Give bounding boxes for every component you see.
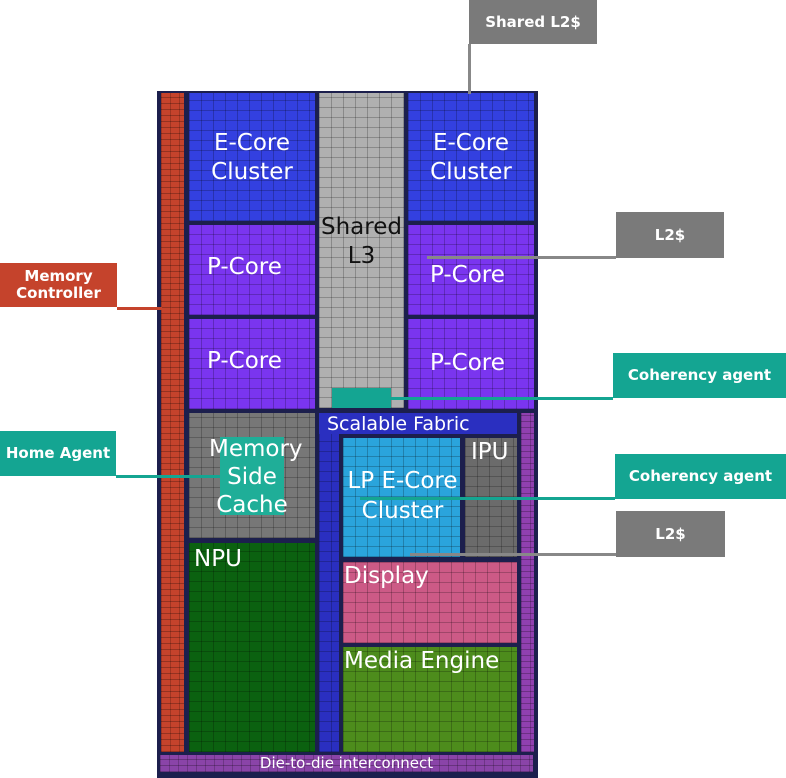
pcore-4: P-Core [408, 319, 534, 409]
scalable-fabric-block: Scalable Fabric [319, 413, 517, 435]
media-engine-block: Media Engine [343, 647, 517, 752]
ecore-left-label: E-Core Cluster [211, 130, 293, 185]
leader-line [391, 397, 613, 400]
leader-line [427, 256, 616, 259]
npu-block: NPU [189, 543, 315, 752]
callout-memory-controller: Memory Controller [0, 263, 117, 307]
pcore-2: P-Core [189, 319, 315, 409]
ecore-cluster-left: E-Core Cluster [189, 93, 315, 221]
display-label: Display [344, 563, 429, 589]
pcore-label: P-Core [207, 348, 282, 374]
ecore-cluster-right: E-Core Cluster [408, 93, 534, 221]
media-label: Media Engine [344, 648, 500, 674]
pcore-label: P-Core [430, 350, 505, 376]
ipu-label: IPU [471, 439, 509, 465]
callout-home-agent: Home Agent [0, 431, 116, 476]
coherency-agent-block [332, 388, 391, 408]
pcore-3: P-Core [408, 225, 534, 315]
ecore-right-label: E-Core Cluster [430, 130, 512, 185]
callout-coherency-agent-2: Coherency agent [615, 454, 786, 499]
leader-line [360, 497, 615, 500]
home-agent-block [220, 437, 284, 515]
shared-l3-block: Shared L3 [319, 93, 404, 408]
leader-line [116, 475, 220, 478]
pcore-1: P-Core [189, 225, 315, 315]
leader-line [410, 553, 616, 556]
msc-label: Memory Side Cache [209, 436, 303, 518]
fabric-label: Scalable Fabric [327, 413, 470, 435]
leader-line [117, 307, 162, 310]
lpe-label: LP E-Core Cluster [347, 468, 458, 524]
pcore-label: P-Core [430, 262, 505, 288]
callout-l2-bottom: L2$ [616, 511, 725, 557]
memory-side-cache-block: Memory Side Cache [189, 413, 315, 538]
npu-label: NPU [194, 546, 242, 572]
leader-line [468, 44, 471, 94]
l3-label: Shared L3 [321, 214, 402, 269]
memory-controller-block [161, 93, 184, 752]
display-block: Display [343, 562, 517, 643]
d2d-label: Die-to-die interconnect [259, 754, 434, 772]
callout-coherency-agent-1: Coherency agent [613, 353, 786, 398]
pcore-label: P-Core [207, 254, 282, 280]
callout-shared-l2: Shared L2$ [469, 0, 597, 44]
purple-strip [521, 413, 534, 752]
fabric-vertical [319, 413, 339, 752]
callout-l2-top: L2$ [616, 212, 724, 258]
die-to-die-block: Die-to-die interconnect [160, 754, 533, 772]
